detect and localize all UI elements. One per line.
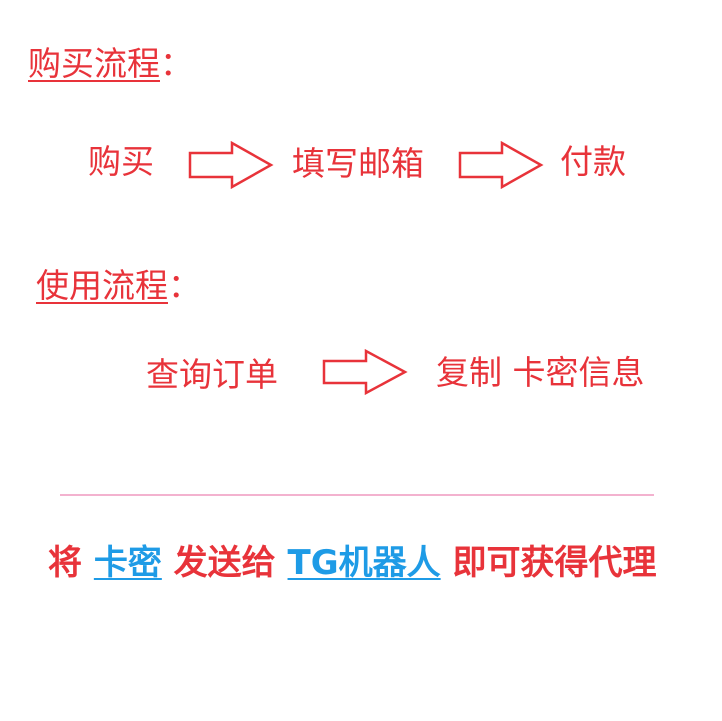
usage-heading-colon: ： bbox=[168, 266, 201, 305]
right-arrow-icon bbox=[322, 349, 408, 395]
banner-text-1: 将 bbox=[48, 543, 94, 583]
tg-bot-link[interactable]: TG机器人 bbox=[287, 543, 441, 583]
banner-text-2: 发送给 bbox=[161, 543, 288, 583]
purchase-heading-line: 购买流程： bbox=[28, 44, 193, 84]
usage-step-query-order: 查询订单 bbox=[146, 355, 278, 394]
usage-step-copy-card-info: 复制 卡密信息 bbox=[436, 353, 645, 392]
agent-instruction-banner: 将 卡密 发送给 TG机器人 即可获得代理 bbox=[48, 540, 656, 586]
purchase-step-pay: 付款 bbox=[560, 142, 626, 181]
right-arrow-icon bbox=[188, 141, 274, 189]
usage-heading-line: 使用流程： bbox=[36, 266, 201, 306]
purchase-step-fill-email: 填写邮箱 bbox=[292, 144, 424, 183]
purchase-step-buy: 购买 bbox=[88, 142, 154, 181]
card-key-link[interactable]: 卡密 bbox=[93, 543, 162, 583]
right-arrow-icon bbox=[458, 141, 544, 189]
divider bbox=[60, 494, 654, 496]
purchase-heading-colon: ： bbox=[160, 44, 193, 83]
purchase-process-heading: 购买流程 bbox=[28, 44, 160, 83]
usage-process-heading: 使用流程 bbox=[36, 266, 168, 305]
banner-text-3: 即可获得代理 bbox=[440, 543, 657, 583]
